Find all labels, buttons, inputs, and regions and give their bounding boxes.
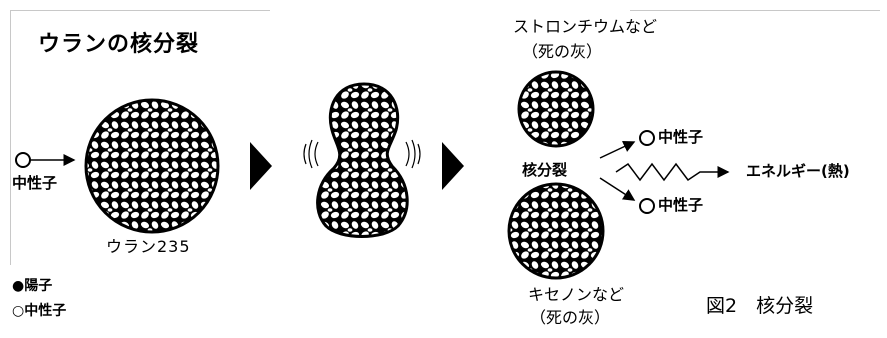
process-arrow-2 bbox=[442, 142, 464, 190]
splitting-nucleus bbox=[303, 82, 421, 238]
neutron-out-label-1: 中性子 bbox=[658, 128, 704, 146]
frame-top-right-line bbox=[630, 10, 880, 11]
neutron-in-label: 中性子 bbox=[12, 174, 58, 192]
xenon-note: （死の灰） bbox=[530, 308, 611, 327]
strontium-note: （死の灰） bbox=[522, 42, 603, 61]
strontium-label: ストロンチウムなど bbox=[513, 17, 658, 36]
legend-neutron: ○中性子 bbox=[12, 303, 67, 319]
energy-wave bbox=[615, 162, 730, 182]
outgoing-neutron-2 bbox=[599, 177, 655, 214]
energy-label: エネルギー(熱) bbox=[746, 162, 850, 180]
diagram-title: ウランの核分裂 bbox=[38, 32, 200, 57]
xenon-label: キセノンなど bbox=[528, 285, 625, 304]
fission-label: 核分裂 bbox=[522, 161, 568, 179]
process-arrow-1 bbox=[250, 142, 272, 190]
legend-proton: ●陽子 bbox=[12, 278, 53, 294]
figure-caption: 図2 核分裂 bbox=[706, 295, 814, 317]
neutron-out-label-2: 中性子 bbox=[658, 196, 704, 214]
xenon-fragment bbox=[507, 182, 605, 280]
strontium-fragment bbox=[517, 70, 595, 148]
outgoing-neutron-1 bbox=[599, 130, 655, 159]
frame-top-line bbox=[10, 10, 270, 11]
uranium-label: ウラン235 bbox=[106, 237, 191, 256]
incoming-neutron bbox=[15, 152, 76, 168]
uranium-nucleus bbox=[84, 98, 220, 234]
frame-left-line bbox=[10, 10, 11, 265]
